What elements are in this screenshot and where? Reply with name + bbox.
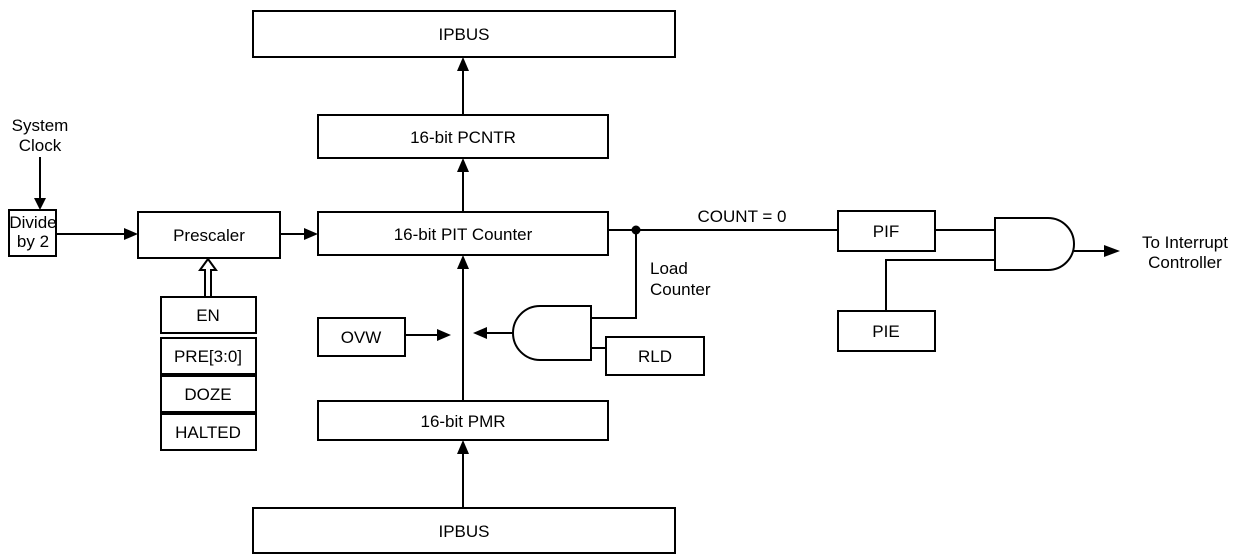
rld-block: RLD [605,336,705,376]
wire-pie-to-gate [885,259,995,311]
arrow-pmr-into-counter [457,255,469,269]
system-clock-label-line2: Clock [19,136,62,155]
system-clock-label-line1: System [12,116,69,135]
ovw-block: OVW [317,317,406,357]
ipbus-top-block: IPBUS [252,10,676,58]
pcntr-block: 16-bit PCNTR [317,114,609,159]
prescaler-control-stack: EN PRE[3:0] DOZE HALTED [160,296,257,451]
ipbus-bottom-block: IPBUS [252,507,676,554]
ipbus-top-label: IPBUS [438,25,489,44]
arrow-ipbus-into-pmr [457,440,469,454]
pcntr-label: 16-bit PCNTR [410,128,516,147]
pif-label: PIF [873,222,899,241]
hollow-arrow-controls-to-prescaler [198,257,218,297]
load-counter-label-line2: Counter [650,280,711,299]
wire-load-counter [591,230,637,319]
pie-label: PIE [872,322,899,341]
divide-label-line2: by 2 [17,232,49,251]
pif-block: PIF [837,210,936,252]
arrow-into-ipbus-top [457,57,469,71]
ovw-label: OVW [341,328,382,347]
pit-counter-label: 16-bit PIT Counter [394,225,533,244]
arrow-into-counter [304,228,318,240]
divide-by-2-block: Divide by 2 [8,209,57,257]
prescaler-label: Prescaler [173,226,245,245]
pmr-label: 16-bit PMR [420,412,505,431]
control-halted: HALTED [175,423,241,442]
pie-block: PIE [837,310,936,352]
control-pre: PRE[3:0] [174,347,242,366]
arrowheads [34,57,1120,454]
arrow-into-divide [34,198,46,210]
to-interrupt-label-line2: Controller [1148,253,1222,272]
count-zero-label: COUNT = 0 [698,207,787,226]
interrupt-and-gate [994,217,1075,271]
arrow-into-prescaler [124,228,138,240]
control-en: EN [196,306,220,325]
arrow-to-interrupt-controller [1104,245,1120,257]
arrow-gate-to-junction [473,327,487,339]
arrow-into-pcntr [457,158,469,172]
ipbus-bottom-label: IPBUS [438,522,489,541]
arrow-ovw-to-junction [437,329,451,341]
prescaler-block: Prescaler [137,211,281,259]
junction-dot [631,225,641,235]
to-interrupt-label-line1: To Interrupt [1142,233,1228,252]
wires [39,69,1106,508]
pit-counter-block: 16-bit PIT Counter [317,211,609,256]
pmr-block: 16-bit PMR [317,400,609,441]
rld-label: RLD [638,347,672,366]
control-doze: DOZE [184,385,231,404]
reload-and-gate [512,305,592,361]
load-counter-label-line1: Load [650,259,688,278]
divide-label-line1: Divide [9,213,56,232]
